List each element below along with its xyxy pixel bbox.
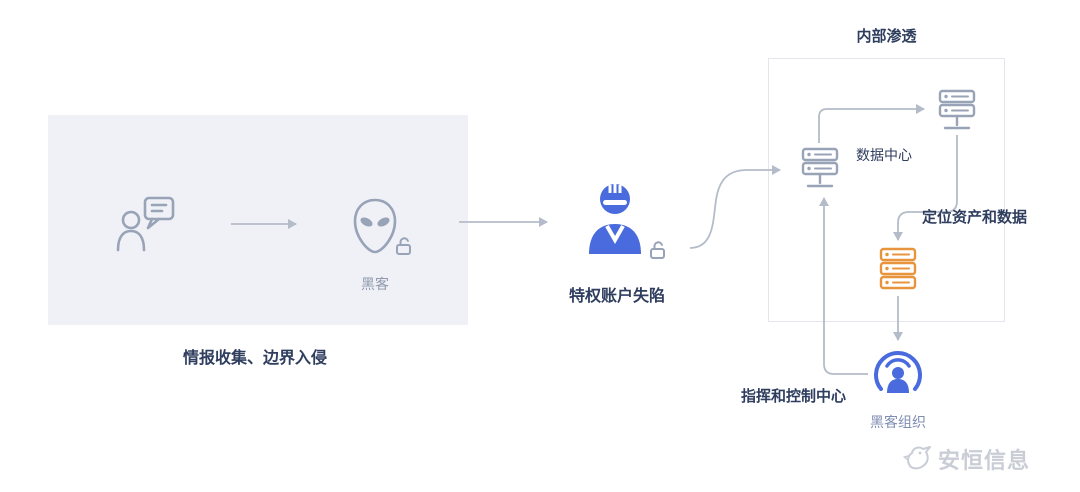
alien-hacker-icon <box>349 197 401 255</box>
chat-person-icon <box>115 194 177 254</box>
brand-bird-icon <box>903 441 935 473</box>
hacker-group-broadcast-icon <box>872 346 924 398</box>
command-control-label: 指挥和控制中心 <box>741 388 847 405</box>
server-icon <box>798 146 842 192</box>
privileged-account-icon <box>582 176 648 254</box>
intel-collection-panel <box>48 115 468 325</box>
hacker-label: 黑客 <box>361 276 389 292</box>
arrow-account-to-server <box>689 165 781 249</box>
unlock-icon <box>394 236 414 256</box>
stage1-caption: 情报收集、边界入侵 <box>182 350 327 367</box>
datacenter-label: 数据中心 <box>856 147 912 163</box>
locate-assets-label: 定位资产和数据 <box>922 209 1028 226</box>
stage2-caption: 特权账户失陷 <box>568 288 665 305</box>
hacker-group-label: 黑客组织 <box>870 414 926 430</box>
unlock-icon <box>648 240 668 260</box>
stage3-title: 内部渗透 <box>856 28 917 45</box>
server-compromised-icon <box>876 246 920 294</box>
brand-watermark: 安恒信息 <box>938 448 1031 473</box>
server-icon <box>935 88 979 134</box>
